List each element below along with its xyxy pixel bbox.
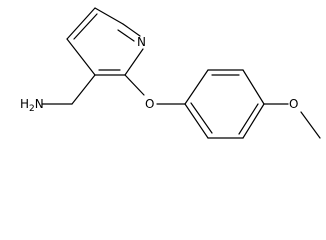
atom-label-amine: H2N [20,97,44,114]
bond-p6-p1 [184,103,209,139]
bond-c5-c1-double [73,13,98,40]
bond-p3-p4 [242,69,265,105]
bond-o-ch3 [300,111,321,139]
bond-c1-c2 [94,7,124,25]
aminomethyl-group [41,74,96,105]
bond-c4-ch2 [71,74,96,105]
bond-p1-p2 [184,69,209,105]
bond-c2-n [122,23,141,37]
bond-c3-o [124,74,145,96]
atom-label-o-methoxy: O [289,97,298,111]
bond-c2-n-double [117,29,135,42]
bond-p4-p5 [242,103,265,139]
molecule-structure: N O O H2N [20,7,321,139]
bond-n-c3 [124,48,144,76]
atom-label-n: N [137,35,146,49]
amine-text: H2N [20,97,44,114]
bond-c5-c1 [66,7,96,40]
bond-p4-p5-double [238,103,259,135]
bond-c4-c5 [66,38,96,76]
pyridine-ring [66,7,144,76]
atom-label-o-ether: O [145,97,154,111]
bond-p6-p1-double [190,102,213,134]
methoxy-group [263,103,321,139]
ether-linkage [124,74,186,105]
phenyl-ring [184,69,265,139]
